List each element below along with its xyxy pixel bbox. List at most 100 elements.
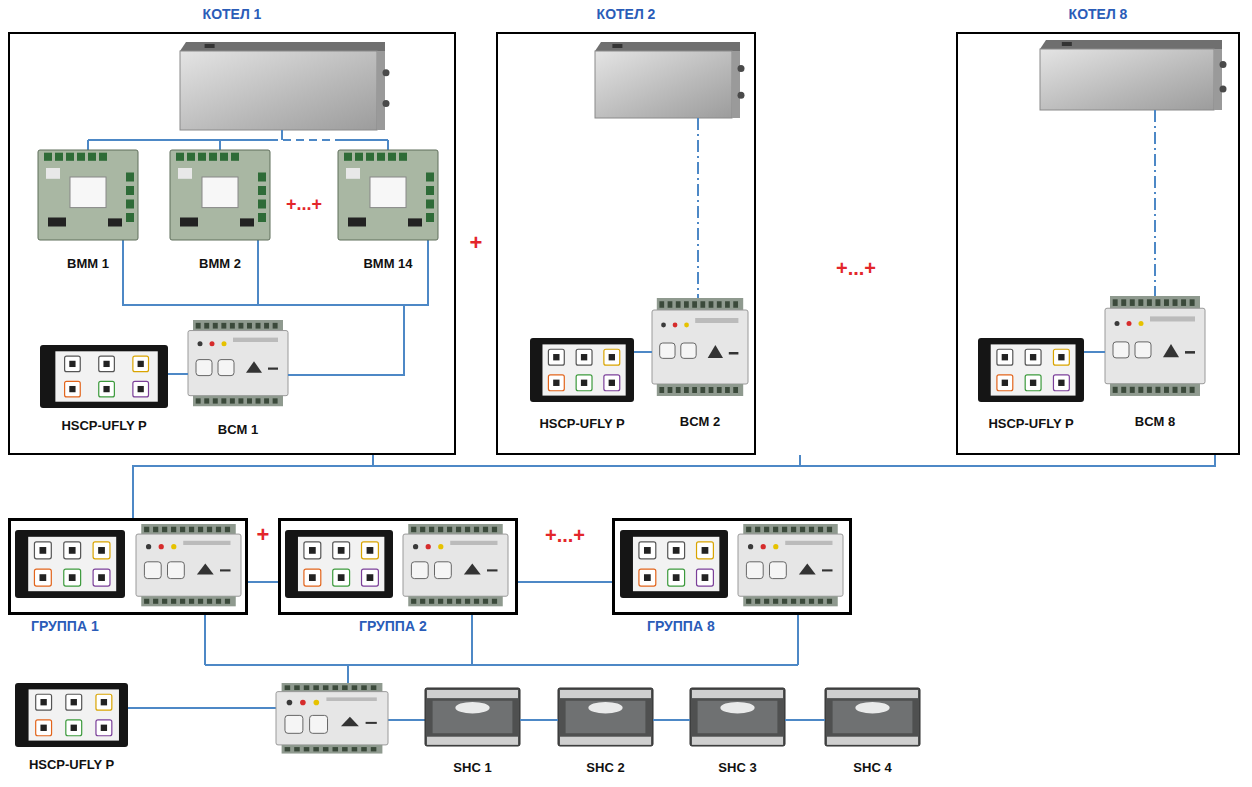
- terminal-slot: [1181, 387, 1186, 393]
- panel-icon: [99, 381, 115, 397]
- terminal-slot: [221, 398, 226, 403]
- terminal-slot: [204, 398, 209, 403]
- heating-controller-unit: SHC 2: [558, 688, 653, 778]
- terminal-strip: [408, 596, 503, 606]
- bus-wire: [387, 140, 389, 150]
- cabinet-side: [732, 51, 740, 118]
- controller-button: [196, 360, 212, 376]
- panel-glyph: [1058, 354, 1064, 360]
- bus-connector: [653, 719, 690, 721]
- controller-module: [276, 683, 388, 754]
- controller-button: [770, 562, 787, 579]
- board-module: [70, 177, 106, 208]
- panel-icon: [133, 356, 149, 372]
- terminal-strip: [193, 396, 283, 407]
- terminal-slot: [782, 599, 787, 604]
- terminal-slot: [304, 747, 310, 751]
- boiler-module: BMM 1: [38, 150, 138, 274]
- terminal-slot: [429, 599, 434, 604]
- board-module: [202, 177, 238, 208]
- terminal-slot: [162, 599, 167, 604]
- panel-glyph: [40, 725, 46, 731]
- panel-glyph: [553, 380, 559, 386]
- panel-icon: [362, 569, 379, 586]
- board-terminal: [388, 153, 396, 161]
- controller-module: [652, 298, 748, 396]
- board-terminal: [426, 213, 434, 222]
- board-terminal: [344, 153, 352, 161]
- bus-connector: [248, 581, 278, 583]
- boiler-module: BMM 2: [170, 150, 270, 274]
- panel-glyph: [309, 547, 316, 554]
- terminal-strip: [657, 298, 743, 311]
- terminal-strip: [141, 524, 236, 535]
- touch-panel: [40, 345, 168, 408]
- device-caption: SHC 3: [718, 760, 756, 776]
- panel-icon: [34, 542, 51, 559]
- terminal-slot: [1113, 387, 1118, 393]
- shc-terminals: [827, 690, 918, 698]
- group-box: ГРУППА 8: [612, 518, 852, 615]
- panel-icon: [65, 356, 81, 372]
- terminal-slot: [773, 599, 778, 604]
- terminal-slot: [676, 301, 681, 308]
- board-terminal: [426, 173, 434, 182]
- terminal-slot: [1190, 387, 1195, 393]
- circuit-board: [338, 150, 438, 240]
- bus-connector: [518, 581, 612, 583]
- board-terminal: [77, 153, 85, 161]
- board-terminal: [426, 200, 434, 209]
- panel-glyph: [367, 547, 374, 554]
- bus-connector: [258, 274, 404, 375]
- shc-glare: [720, 702, 754, 714]
- board-terminal: [88, 153, 96, 161]
- terminal-slot: [411, 527, 416, 532]
- panel-icon: [362, 542, 379, 559]
- terminal-slot: [361, 747, 367, 751]
- controller-minus: [366, 722, 377, 724]
- panel-icon: [997, 349, 1013, 365]
- terminal-slot: [1121, 387, 1126, 393]
- panel-icon: [697, 569, 714, 586]
- bus-wire: [347, 665, 349, 683]
- terminal-slot: [709, 301, 714, 308]
- group-heading: ГРУППА 1: [31, 618, 99, 635]
- terminal-slot: [285, 747, 291, 751]
- status-led: [413, 544, 418, 549]
- terminal-slot: [684, 301, 689, 308]
- cabinet-latch: [1062, 42, 1072, 46]
- panel-glyph: [367, 574, 374, 581]
- shc-glare: [855, 702, 889, 714]
- panel-icon: [697, 542, 714, 559]
- terminal-slot: [1130, 387, 1135, 393]
- terminal-slot: [827, 599, 832, 604]
- panel-icon: [639, 542, 656, 559]
- panel-screen: [28, 537, 116, 591]
- boiler-heading: КОТЕЛ 2: [597, 6, 656, 23]
- group-box: ГРУППА 1: [8, 518, 248, 615]
- board-terminal: [258, 186, 266, 195]
- controller-button: [310, 715, 328, 733]
- heating-controller-unit: SHC 4: [825, 688, 920, 778]
- terminal-slot: [411, 599, 416, 604]
- terminal-slot: [285, 685, 291, 690]
- panel-glyph: [138, 361, 144, 367]
- panel-glyph: [39, 547, 46, 554]
- touch-panel: [530, 338, 634, 402]
- panel-icon: [668, 542, 685, 559]
- controller-button: [144, 562, 161, 579]
- terminal-slot: [438, 599, 443, 604]
- device-caption: HSCP-UFLY P: [539, 416, 624, 432]
- controller-button: [168, 562, 185, 579]
- bus-wire: [205, 664, 798, 666]
- panel-screen: [633, 537, 719, 591]
- panel-glyph: [40, 699, 46, 705]
- terminal-slot: [153, 527, 158, 532]
- bus-connector: [520, 719, 558, 721]
- panel-glyph: [609, 380, 615, 386]
- heating-controller-unit: SHC 3: [690, 688, 785, 778]
- terminal-slot: [474, 527, 479, 532]
- device-caption: HSCP-UFLY P: [988, 416, 1073, 432]
